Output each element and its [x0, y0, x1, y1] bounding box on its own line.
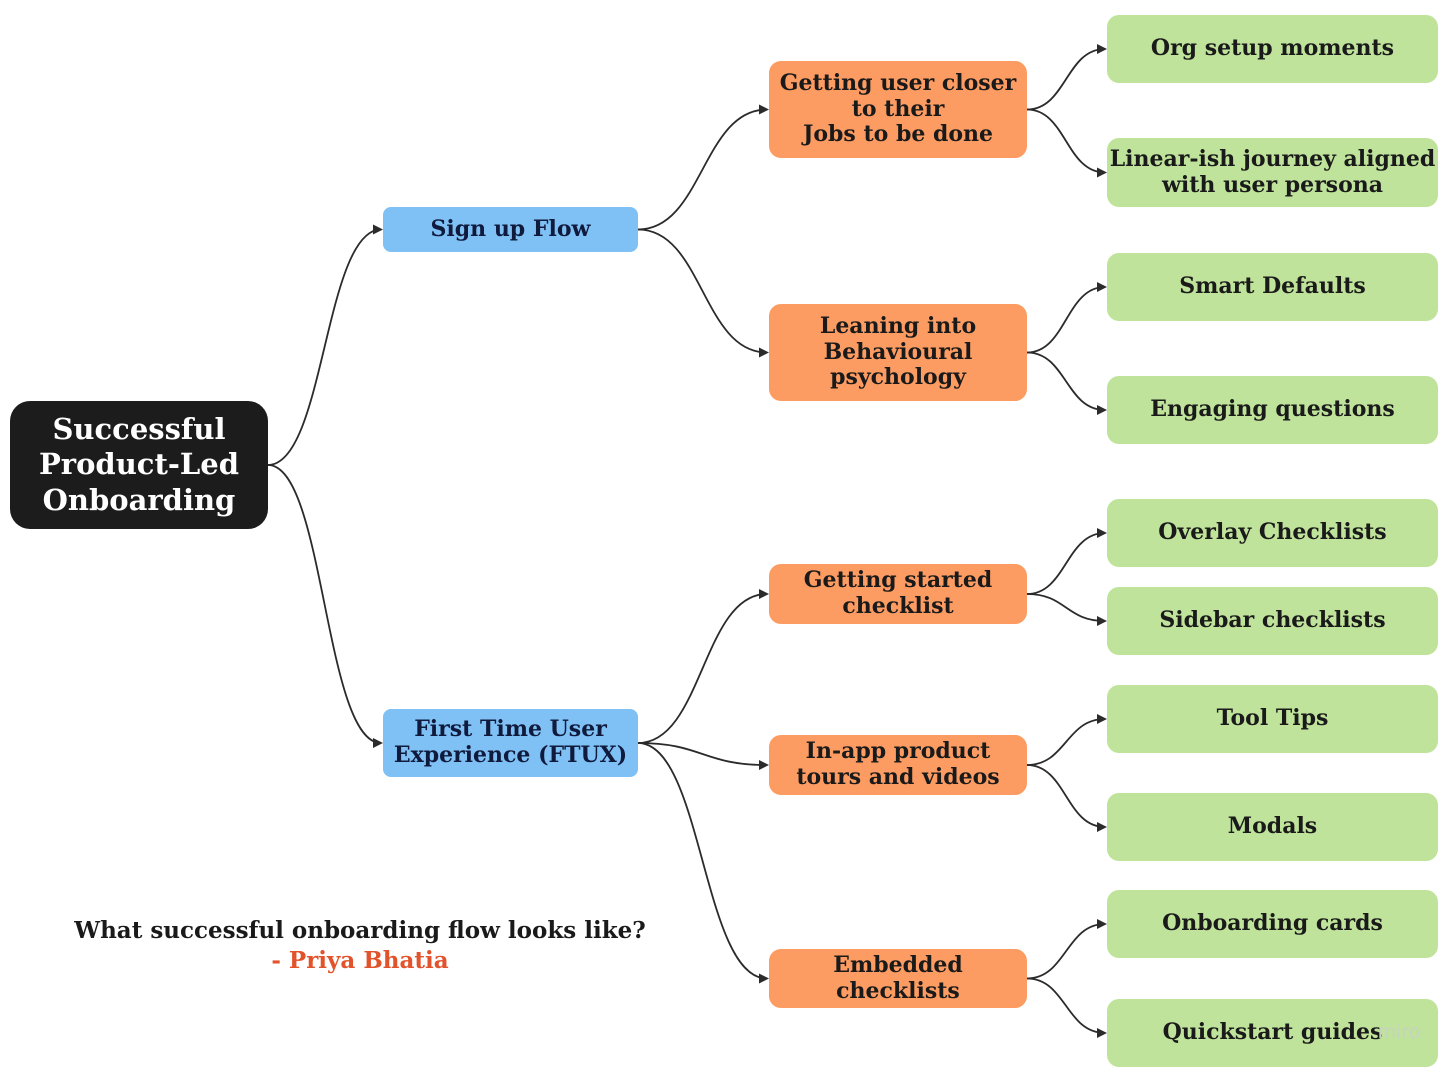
connector-branch-1-to-subtopic-1 [637, 742, 769, 770]
leaf-node-linear-journey[interactable]: Linear-ish journey aligned with user per… [1107, 138, 1438, 207]
caption-author: - Priya Bhatia [271, 946, 449, 974]
connector-branch-1-to-subtopic-0 [637, 589, 769, 744]
miro-watermark: miro [1377, 1021, 1421, 1043]
subtopic-node-embedded-checklists[interactable]: Embedded checklists [769, 949, 1027, 1008]
leaf-node-quickstart-guides[interactable]: Quickstart guides [1107, 999, 1438, 1067]
leaf-node-overlay-checklists[interactable]: Overlay Checklists [1107, 499, 1438, 567]
leaf-node-smart-defaults[interactable]: Smart Defaults [1107, 253, 1438, 321]
connector-subtopic-1-1-to-leaf-0 [1026, 714, 1107, 766]
connector-subtopic-1-2-to-leaf-1 [1026, 977, 1107, 1038]
leaf-node-onboarding-cards[interactable]: Onboarding cards [1107, 890, 1438, 958]
leaf-node-org-setup-moments[interactable]: Org setup moments [1107, 15, 1438, 83]
leaf-node-tool-tips[interactable]: Tool Tips [1107, 685, 1438, 753]
connector-branch-1-to-subtopic-2 [637, 742, 769, 984]
subtopic-node-product-tours[interactable]: In-app product tours and videos [769, 735, 1027, 795]
subtopic-node-getting-started-checklist[interactable]: Getting started checklist [769, 564, 1027, 624]
subtopic-node-behavioural-psychology[interactable]: Leaning into Behavioural psychology [769, 304, 1027, 401]
leaf-node-modals[interactable]: Modals [1107, 793, 1438, 861]
connector-branch-0-to-subtopic-1 [637, 228, 769, 358]
leaf-node-sidebar-checklists[interactable]: Sidebar checklists [1107, 587, 1438, 655]
connector-subtopic-1-1-to-leaf-1 [1026, 764, 1107, 832]
connector-root-to-branch-1 [267, 464, 383, 748]
diagram-caption: What successful onboarding flow looks li… [30, 916, 690, 976]
branch-node-sign-up-flow[interactable]: Sign up Flow [383, 207, 638, 252]
connector-subtopic-0-1-to-leaf-0 [1026, 282, 1107, 354]
branch-node-ftux[interactable]: First Time User Experience (FTUX) [383, 709, 638, 777]
leaf-node-engaging-questions[interactable]: Engaging questions [1107, 376, 1438, 444]
connector-subtopic-0-0-to-leaf-0 [1026, 44, 1107, 111]
connector-branch-0-to-subtopic-0 [637, 104, 769, 231]
connector-subtopic-1-0-to-leaf-0 [1026, 528, 1107, 595]
connector-subtopic-0-1-to-leaf-1 [1026, 351, 1107, 415]
root-node[interactable]: Successful Product-Led Onboarding [10, 401, 268, 529]
subtopic-node-jobs-to-be-done[interactable]: Getting user closer to their Jobs to be … [769, 61, 1027, 158]
connector-root-to-branch-0 [267, 224, 383, 466]
connector-subtopic-1-0-to-leaf-1 [1026, 593, 1107, 626]
connector-subtopic-1-2-to-leaf-0 [1026, 919, 1107, 980]
caption-question: What successful onboarding flow looks li… [74, 917, 646, 944]
connector-subtopic-0-0-to-leaf-1 [1026, 108, 1107, 178]
